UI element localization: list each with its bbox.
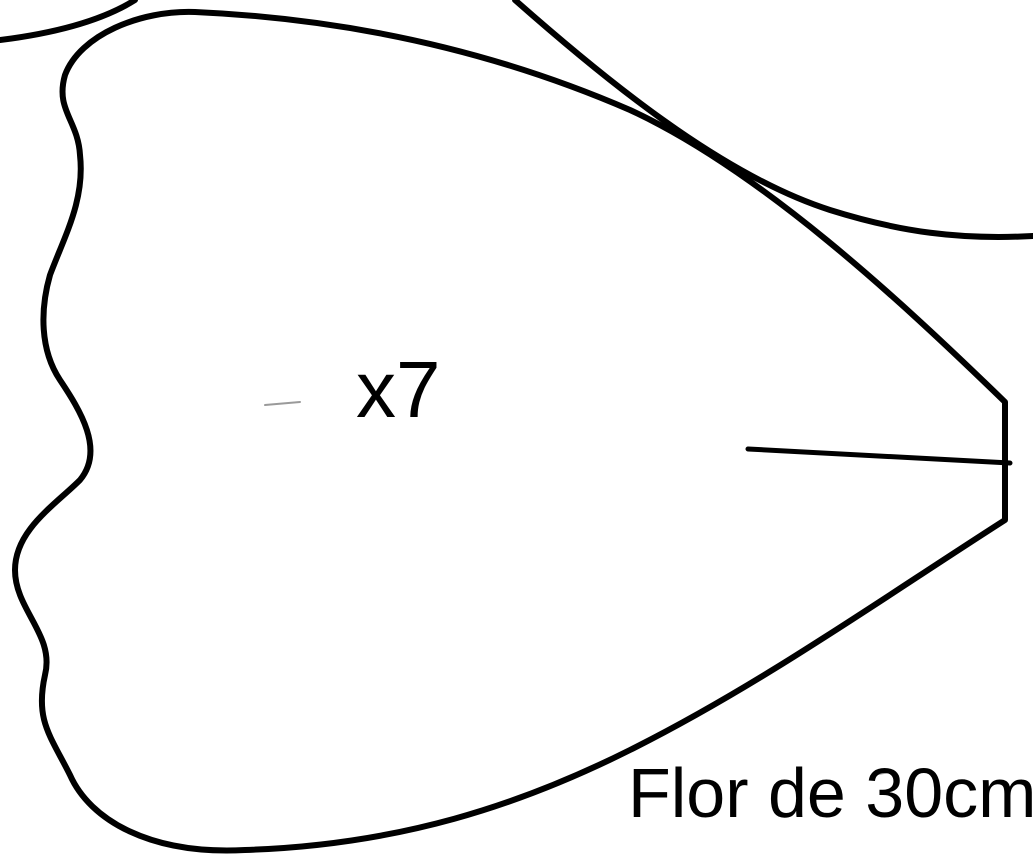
piece-count-label: x7 <box>356 345 441 434</box>
petal-outline <box>12 8 1008 854</box>
scan-speck <box>877 771 891 775</box>
scan-speck <box>264 401 301 406</box>
cut-line <box>745 446 1013 466</box>
adjacent-petal-outline <box>512 0 1033 240</box>
adjacent-piece-outline-top-left <box>0 0 138 43</box>
flower-size-caption: Flor de 30cm <box>628 754 1033 832</box>
